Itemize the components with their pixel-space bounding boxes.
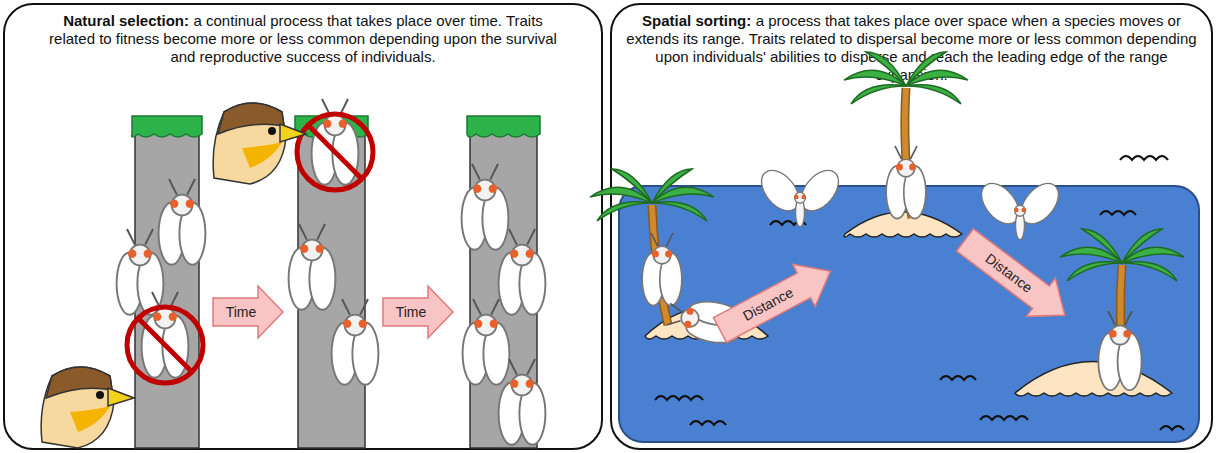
panel-text: Natural selection:a continual process th… xyxy=(5,5,601,66)
arrow-label: Time xyxy=(396,304,427,320)
panel-heading: Spatial sorting: xyxy=(642,12,751,29)
panel-box: Spatial sorting:a process that takes pla… xyxy=(610,3,1213,450)
arrow-label: Time xyxy=(226,304,257,320)
panel-box: Natural selection:a continual process th… xyxy=(3,3,603,450)
panel-text: Spatial sorting:a process that takes pla… xyxy=(612,5,1211,84)
panel-heading: Natural selection: xyxy=(63,12,189,29)
